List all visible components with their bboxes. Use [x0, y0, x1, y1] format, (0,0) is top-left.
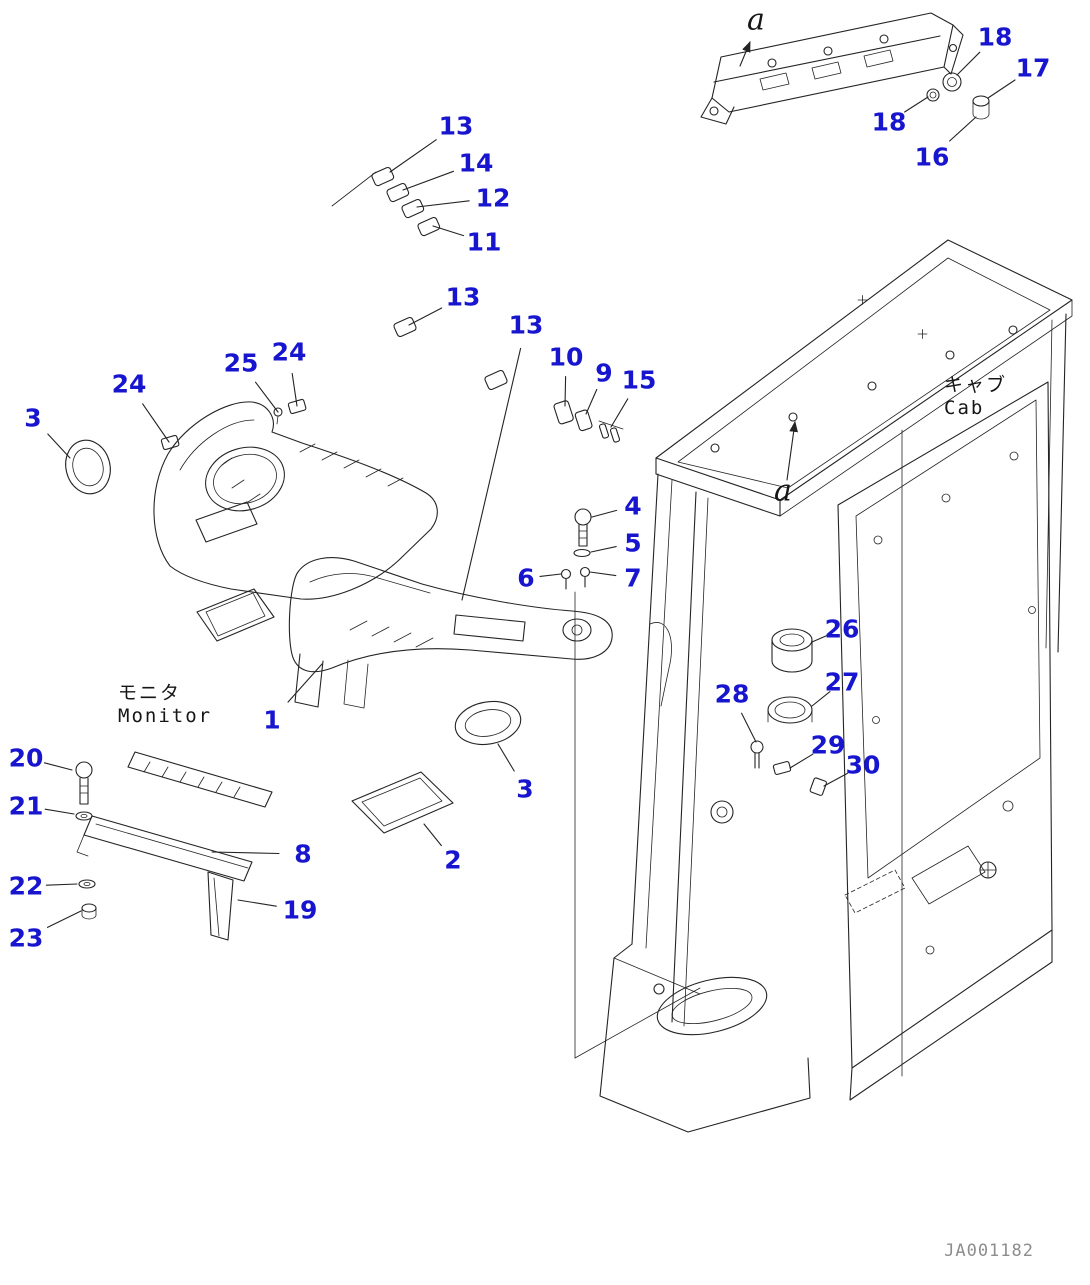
leader-line-17 [987, 79, 1016, 99]
leader-line-21 [44, 808, 75, 815]
leader-line-11 [432, 225, 465, 237]
leader-line-12 [416, 200, 470, 208]
leader-line-3 [497, 743, 515, 772]
leader-line-13 [389, 139, 437, 173]
section-arrows [739, 40, 799, 481]
monitor-rail-part [700, 12, 964, 125]
leader-line-18 [956, 51, 981, 76]
clip-parts-top [331, 166, 508, 391]
leader-line-27 [811, 691, 831, 707]
center-fastener-parts [560, 508, 592, 590]
leader-line-9 [585, 388, 598, 415]
clip-parts-mid [553, 400, 624, 443]
ring-and-bezel-parts [65, 439, 522, 834]
leader-line-16 [949, 116, 977, 142]
leader-line-29 [789, 753, 814, 769]
leader-line-8 [211, 851, 280, 855]
leader-line-20 [43, 762, 73, 771]
leader-line-14 [402, 170, 455, 191]
console-panel-assembly [153, 401, 613, 709]
leader-line-4 [591, 509, 618, 518]
leader-line-1 [287, 663, 323, 703]
leader-line-24 [142, 403, 170, 443]
leader-line-22 [45, 883, 78, 886]
leader-lines [43, 51, 1016, 928]
leader-line-23 [46, 910, 82, 928]
clip-parts-left [160, 398, 307, 451]
leader-line-25 [254, 381, 279, 413]
leader-line-13 [408, 307, 443, 326]
leader-line-13 [461, 347, 522, 601]
leader-line-7 [589, 571, 617, 577]
left-fastener-parts [75, 761, 97, 920]
monitor-unit-parts [76, 751, 273, 941]
leader-line-10 [564, 376, 567, 407]
leader-line-19 [237, 899, 277, 907]
leader-line-30 [823, 772, 848, 787]
grommet-parts [926, 72, 990, 120]
cab-interior-parts [750, 628, 827, 796]
leader-line-28 [741, 712, 757, 743]
leader-line-6 [539, 573, 562, 577]
cab-structure [574, 239, 1073, 1133]
leader-line-24 [291, 373, 298, 407]
leader-line-26 [811, 633, 831, 643]
leader-line-2 [423, 823, 442, 847]
leader-line-5 [590, 546, 617, 553]
drawing-number: JA001182 [944, 1241, 1034, 1261]
leader-line-18 [904, 96, 929, 113]
leader-line-15 [610, 398, 629, 428]
leader-line-3 [47, 433, 71, 459]
